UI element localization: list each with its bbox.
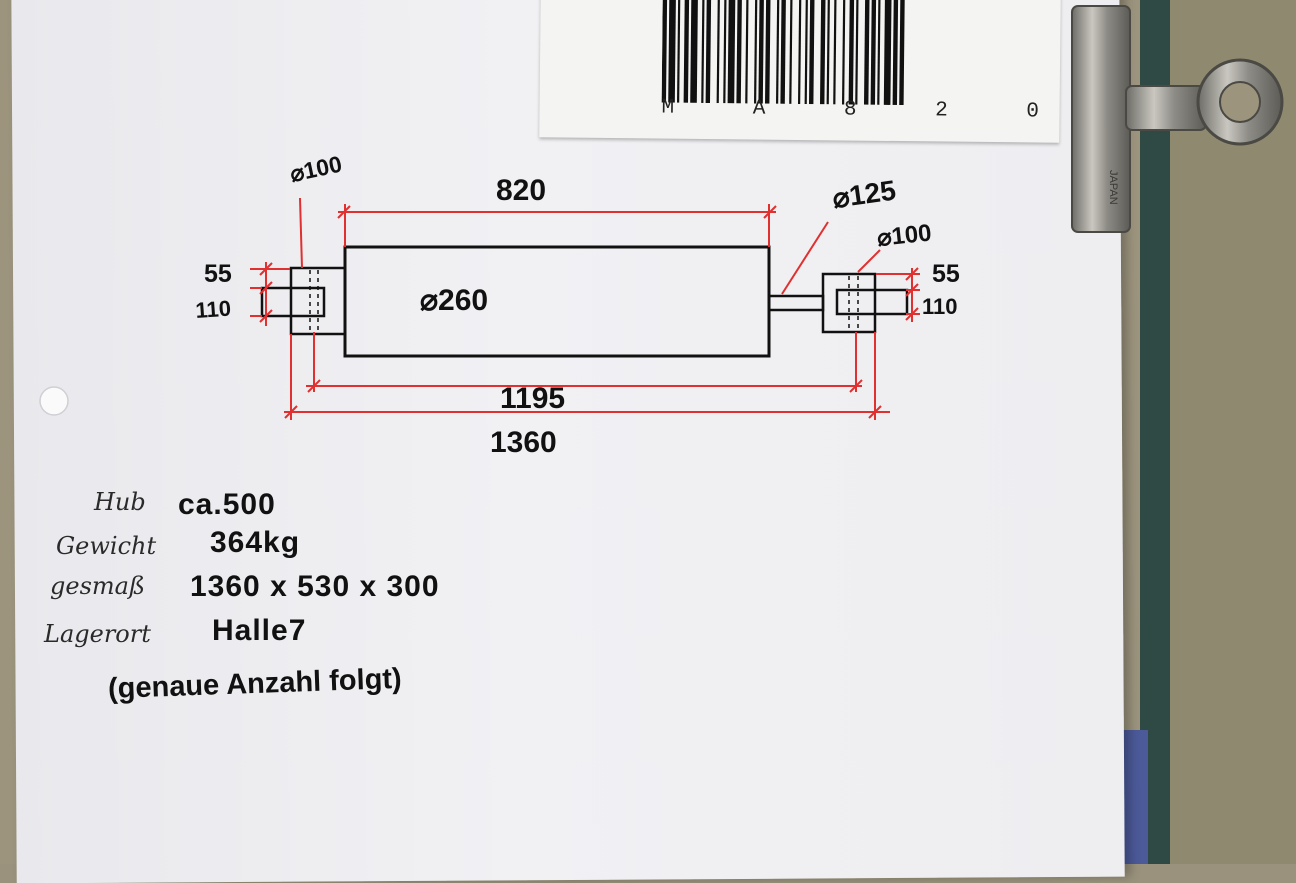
note-value-gewicht: 364kg bbox=[210, 526, 301, 559]
barcode-bar bbox=[754, 0, 758, 104]
barcode-label: M A 8 2 0 6 bbox=[539, 0, 1163, 143]
barcode-bar bbox=[683, 0, 690, 103]
barcode-bar bbox=[668, 0, 676, 103]
punch-hole bbox=[39, 386, 69, 416]
note-label-gewicht: Gewicht bbox=[56, 532, 157, 560]
binder-clip: JAPAN bbox=[1071, 5, 1284, 233]
barcode-bar bbox=[705, 0, 712, 104]
dim-right-large: 110 bbox=[922, 294, 958, 319]
barcode-bar bbox=[877, 0, 881, 105]
dimension-lines bbox=[250, 197, 920, 420]
dim-dia-body: ⌀260 bbox=[420, 284, 488, 317]
barcode-bar bbox=[804, 0, 808, 105]
barcode bbox=[661, 0, 905, 106]
dim-length-total: 1360 bbox=[490, 426, 557, 459]
barcode-bar bbox=[848, 0, 855, 105]
barcode-bar bbox=[833, 0, 837, 105]
barcode-bar bbox=[841, 0, 846, 105]
barcode-bar bbox=[820, 0, 826, 105]
barcode-bar bbox=[798, 0, 802, 105]
barcode-bar bbox=[892, 0, 899, 106]
barcode-bar bbox=[727, 0, 736, 104]
dim-length-top: 820 bbox=[496, 174, 546, 207]
dim-left-small: 55 bbox=[204, 260, 232, 288]
right-shaft-slot bbox=[835, 288, 909, 316]
note-value-hub: ca.500 bbox=[178, 488, 276, 521]
barcode-bar bbox=[870, 0, 877, 105]
dim-left-large: 110 bbox=[195, 296, 232, 323]
barcode-bar bbox=[899, 0, 905, 106]
left-shaft-slot bbox=[260, 286, 326, 318]
barcode-bar bbox=[661, 0, 668, 103]
barcode-bar bbox=[855, 0, 859, 105]
note-value-lagerort: Halle7 bbox=[212, 614, 307, 647]
dim-dia-left-shaft: ⌀100 bbox=[288, 151, 344, 187]
dim-dia-right-shaft: ⌀100 bbox=[876, 219, 933, 252]
note-label-gesmass: gesmaß bbox=[50, 572, 145, 600]
barcode-bar bbox=[677, 0, 681, 103]
dim-length-inner: 1195 bbox=[500, 382, 565, 415]
barcode-bar bbox=[765, 0, 771, 104]
technical-drawing: 820 ⌀100 ⌀125 ⌀100 ⌀260 55 110 55 110 11… bbox=[195, 151, 960, 459]
barcode-bar bbox=[716, 0, 720, 104]
barcode-bar bbox=[690, 0, 698, 103]
barcode-bar bbox=[701, 0, 705, 103]
barcode-bar bbox=[745, 0, 749, 104]
barcode-bar bbox=[723, 0, 727, 104]
dim-dia-right-outer: ⌀125 bbox=[831, 174, 898, 214]
barcode-bar bbox=[780, 0, 786, 104]
barcode-bar bbox=[826, 0, 830, 105]
barcode-bar bbox=[883, 0, 892, 105]
dim-right-small: 55 bbox=[932, 260, 960, 288]
right-bearing-block bbox=[821, 272, 877, 334]
barcode-bar bbox=[776, 0, 780, 104]
barcode-bar bbox=[809, 0, 815, 105]
barcode-bar bbox=[863, 0, 870, 105]
barcode-bar bbox=[789, 0, 793, 104]
roller-body bbox=[343, 245, 771, 358]
right-shaft bbox=[767, 294, 825, 312]
barcode-bar bbox=[736, 0, 742, 104]
left-bearing-block bbox=[289, 266, 347, 336]
clip-engraving: JAPAN bbox=[1107, 170, 1119, 205]
barcode-bar bbox=[758, 0, 764, 104]
note-label-hub: Hub bbox=[94, 488, 146, 516]
note-value-gesmass: 1360 x 530 x 300 bbox=[190, 570, 440, 603]
note-label-lagerort: Lagerort bbox=[44, 620, 151, 648]
